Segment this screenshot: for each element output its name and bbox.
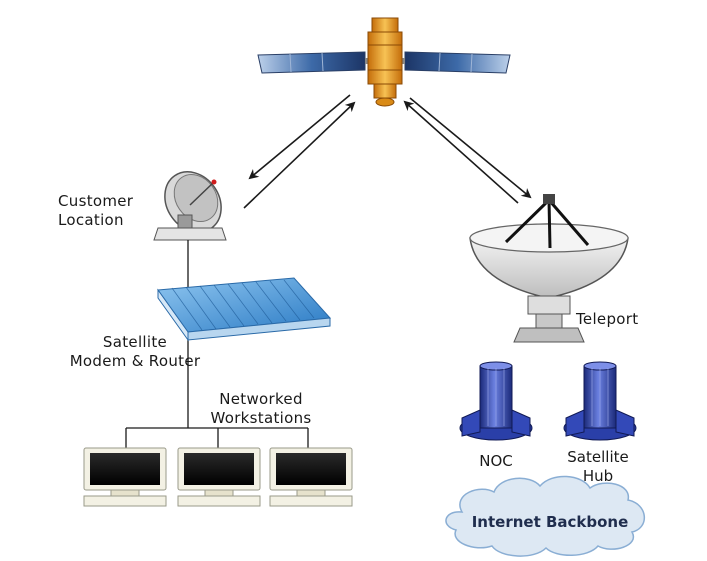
label-satellite-modem-router: Satellite Modem & Router — [69, 333, 201, 370]
modem-router-icon — [157, 277, 332, 342]
label-noc: NOC — [479, 452, 513, 470]
downlink-arrow-teleport — [409, 97, 532, 199]
customer-dish-icon — [153, 171, 227, 241]
satellite-icon — [257, 17, 511, 107]
uplink-arrow-teleport — [403, 100, 519, 204]
internet-cloud-icon — [445, 475, 645, 557]
workstation-monitor-1 — [83, 447, 167, 507]
label-customer-location: Customer Location — [58, 192, 134, 229]
uplink-downlink-arrows — [243, 94, 532, 209]
network-cables — [125, 240, 309, 448]
workstation-monitor-2 — [177, 447, 261, 507]
label-teleport: Teleport — [576, 310, 639, 328]
downlink-arrow-customer — [248, 94, 351, 180]
uplink-arrow-customer — [243, 101, 356, 209]
workstation-monitor-3 — [269, 447, 353, 507]
label-satellite-hub: Satellite Hub — [567, 448, 629, 485]
label-networked-workstations: Networked Workstations — [210, 390, 312, 427]
label-internet-backbone: Internet Backbone — [471, 513, 629, 531]
noc-server-icon — [459, 361, 533, 441]
satellite-hub-server-icon — [563, 361, 637, 441]
teleport-dish-icon — [469, 194, 629, 343]
